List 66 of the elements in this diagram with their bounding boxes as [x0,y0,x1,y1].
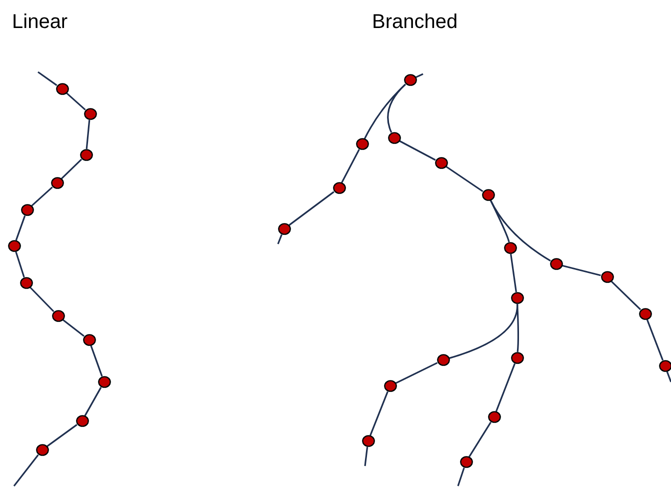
chain-line [490,200,551,262]
bead-dot [52,310,64,322]
chain-line [446,166,484,192]
bead-dot [36,444,48,456]
chain-line [277,234,282,244]
bead-dot [278,223,290,235]
heading-text: Branched [372,12,458,32]
bead-dot [356,138,368,150]
chain-line [490,200,510,242]
bead-dot [482,189,494,201]
chain-line [38,71,58,86]
bead-dot [20,204,34,216]
chain-line [646,319,664,361]
chain-line [395,362,438,384]
bead-dot [82,334,96,346]
bead-dot [8,240,20,252]
chain-line [510,254,517,292]
chain-line [562,264,601,276]
bead-dot [638,308,652,320]
chain-line [46,424,78,447]
chain-line [15,215,26,241]
chain-line [415,73,424,78]
chain-line [90,345,103,377]
chain-line [387,84,406,133]
heading-text: Linear [12,12,68,32]
chain-line [60,158,82,180]
bead-dot [600,271,614,283]
chain-line [399,140,436,161]
bead-dot [50,177,64,189]
bead-dot [434,157,448,169]
bead-dot [436,354,450,366]
bead-dot [332,182,346,194]
chain-line [666,371,671,382]
chain-line [86,120,90,150]
chain-line [457,467,465,486]
bead-dot [510,292,524,304]
bead-dot [550,258,562,270]
chain-line [610,280,642,310]
chain-line [13,454,39,486]
chain-line [364,446,368,466]
bead-dot [84,108,96,120]
bead-dot [80,149,92,161]
bead-dot [384,380,396,392]
chain-line [370,391,388,436]
chain-line [31,186,53,206]
chain-line [288,191,334,226]
chain-line [15,251,25,278]
bead-dot [362,435,374,447]
bead-dot [404,74,416,86]
chain-line [468,422,492,458]
bead-dot [20,277,32,289]
bead-dot [504,242,516,254]
chain-line [341,149,360,183]
chain-line [30,286,54,312]
chain-line [66,92,86,110]
chain-line [448,304,518,359]
bead-dot [98,376,110,388]
bead-dot [488,411,500,423]
chain-line [495,363,516,412]
chain-line [84,386,102,416]
bead-dot [56,83,68,95]
bead-dot [510,352,524,364]
bead-dot [388,132,400,144]
bead-dot [460,456,472,468]
bead-dot [76,415,88,427]
chain-line [62,319,84,337]
